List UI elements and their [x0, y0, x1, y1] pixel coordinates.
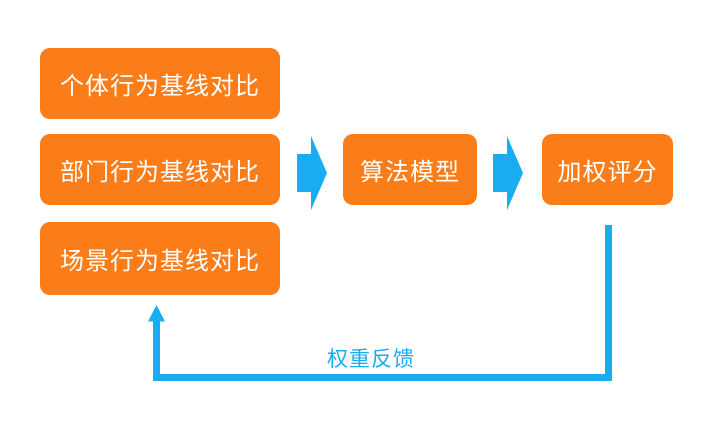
flow-box-scenario-baseline: 场景行为基线对比 [40, 222, 280, 295]
feedback-label: 权重反馈 [327, 348, 415, 371]
flow-box-label: 算法模型 [360, 159, 460, 186]
flow-box-label: 个体行为基线对比 [60, 73, 260, 100]
flow-box-algorithm-model: 算法模型 [343, 134, 477, 205]
right-arrow-icon [297, 136, 327, 210]
right-arrow-icon [493, 136, 523, 210]
flow-box-label: 加权评分 [557, 159, 658, 186]
flow-box-department-baseline: 部门行为基线对比 [40, 134, 280, 205]
flow-box-individual-baseline: 个体行为基线对比 [40, 48, 280, 119]
flow-box-label: 场景行为基线对比 [60, 248, 260, 275]
flow-box-weighted-score: 加权评分 [542, 134, 673, 205]
flow-box-label: 部门行为基线对比 [60, 159, 260, 186]
